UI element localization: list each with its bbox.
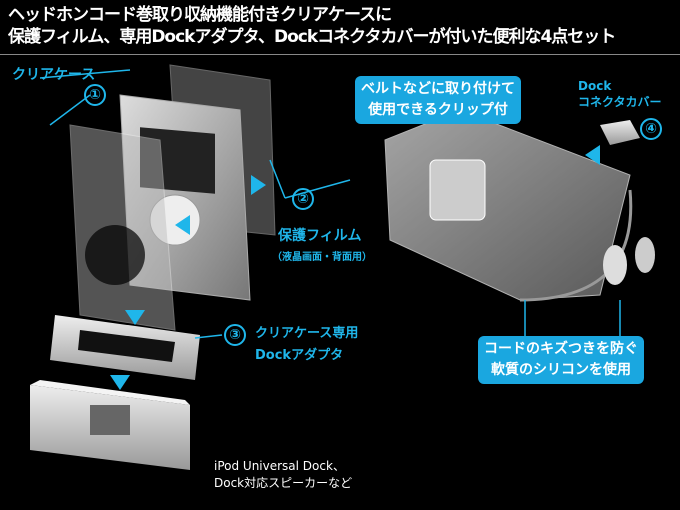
callout-clip-line-1: ベルトなどに取り付けて bbox=[361, 81, 515, 97]
label-adapter-line-2: Dockアダプタ bbox=[255, 348, 344, 363]
arrows bbox=[110, 145, 600, 390]
case-with-ipod bbox=[384, 109, 655, 302]
dock-adapter bbox=[50, 315, 200, 380]
headline-line-2: 保護フィルム、専用Dockアダプタ、Dockコネクタカバーが付いた便利な4点セッ… bbox=[8, 27, 616, 47]
number-4: ④ bbox=[640, 118, 662, 140]
headline: ヘッドホンコード巻取り収納機能付きクリアケースに 保護フィルム、専用Dockアダ… bbox=[8, 4, 616, 48]
callout-clip-line-2: 使用できるクリップ付 bbox=[368, 102, 508, 118]
label-adapter-line-1: クリアケース専用 bbox=[255, 326, 359, 341]
callout-silicone-line-2: 軟質のシリコンを使用 bbox=[491, 362, 631, 378]
label-dock: iPod Universal Dock、 Dock対応スピーカーなど bbox=[214, 458, 352, 492]
label-dock-line-1: iPod Universal Dock、 bbox=[214, 459, 345, 473]
label-film-sub: （液晶画面・背面用） bbox=[272, 252, 372, 263]
connector-cover bbox=[600, 120, 640, 145]
callout-silicone-line-1: コードのキズつきを防ぐ bbox=[484, 341, 638, 357]
label-clear-case: クリアケース bbox=[12, 67, 96, 83]
label-connector-cover: Dock コネクタカバー bbox=[578, 78, 662, 110]
label-cover-line-1: Dock bbox=[578, 79, 612, 93]
label-cover-line-2: コネクタカバー bbox=[578, 95, 662, 109]
ipod-nano bbox=[119, 94, 251, 301]
divider bbox=[0, 54, 680, 55]
dock bbox=[30, 380, 190, 470]
clear-case-front bbox=[69, 124, 176, 331]
label-adapter: クリアケース専用 Dockアダプタ bbox=[255, 323, 358, 367]
callout-clip: ベルトなどに取り付けて 使用できるクリップ付 bbox=[355, 76, 521, 124]
label-film: 保護フィルム bbox=[278, 228, 362, 244]
number-3: ③ bbox=[224, 324, 246, 346]
label-dock-line-2: Dock対応スピーカーなど bbox=[214, 476, 353, 490]
number-1: ① bbox=[84, 84, 106, 106]
callout-silicone: コードのキズつきを防ぐ 軟質のシリコンを使用 bbox=[478, 336, 644, 384]
number-2: ② bbox=[292, 188, 314, 210]
headline-line-1: ヘッドホンコード巻取り収納機能付きクリアケースに bbox=[8, 5, 392, 25]
